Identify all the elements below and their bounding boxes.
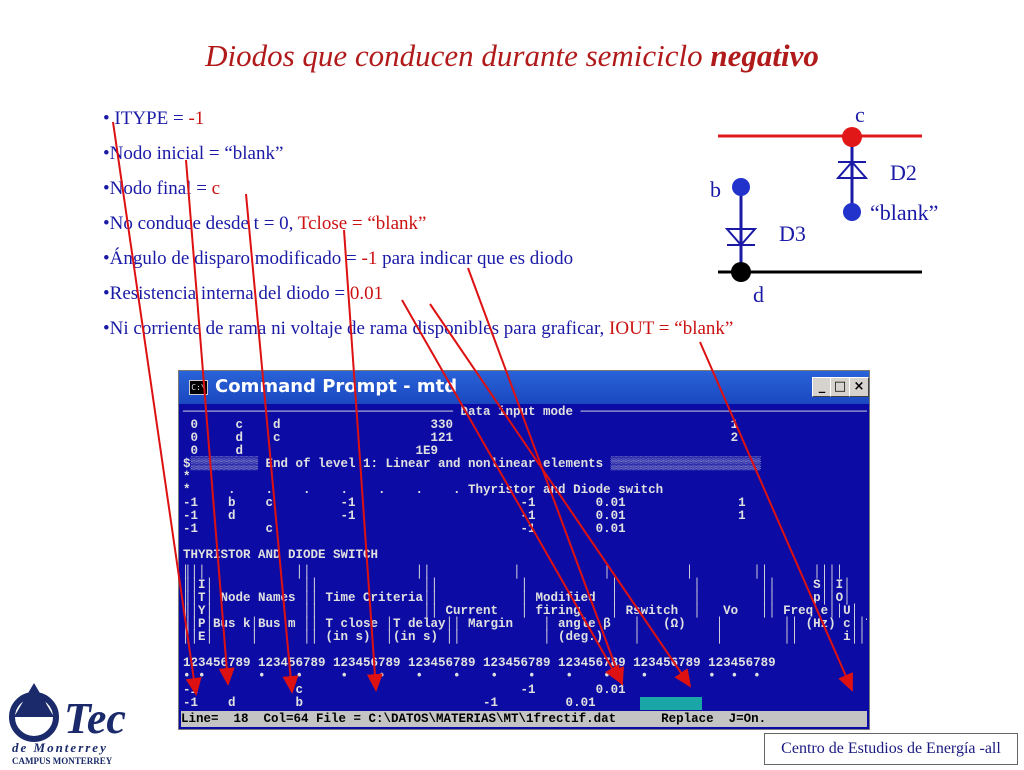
terminal-line: -1 b c -1 -1 0.01 1 [183, 496, 746, 510]
title-main: Diodos que conducen durante semiciclo [205, 38, 703, 73]
logo-line2: de Monterrey [12, 740, 108, 755]
node-b-label: b [710, 177, 721, 202]
column-ruler: 123456789 123456789 123456789 123456789 … [183, 656, 776, 670]
header-line: ║│T│ Node Names ││ Time Criteria││ │ Mod… [183, 591, 851, 605]
terminal-line: * [183, 470, 191, 484]
terminal-line: 0 d c 121 2 [183, 431, 739, 445]
bullet-iout: •Ni corriente de rama ni voltaje de rama… [103, 318, 734, 339]
node-c-dot [842, 127, 862, 147]
terminal-line: 0 d 1E9 [183, 444, 439, 458]
cursor-highlight [640, 697, 702, 710]
editor-status-bar: Line= 18 Col=64 File = C:\DATOS\MATERIAS… [181, 711, 867, 727]
bullet-resistencia: •Resistencia interna del diodo = 0.01 [103, 283, 384, 304]
bullet-tclose: •No conduce desde t = 0, Tclose = “blank… [103, 213, 427, 234]
tec-seal-icon: Tec de Monterrey CAMPUS MONTERREY [9, 683, 126, 766]
header-line: ║│I│ ││ ││ │ │ │ ││ S││I│ [183, 578, 851, 592]
arrow-angulo [467, 267, 624, 686]
arrow-nodo-inicial [185, 159, 235, 686]
command-prompt-window[interactable]: C:\ Command Prompt - mtd _ □ × ─────────… [178, 370, 870, 730]
title-emphasis: negativo [710, 38, 819, 73]
terminal-line: $▒▒▒▒▒▒▒▒▒ End of level 1: Linear and no… [183, 457, 761, 471]
slide-title: Diodos que conducen durante semiciclo ne… [0, 38, 1024, 74]
node-blank-dot [843, 203, 861, 221]
bullet-nodo-inicial: •Nodo inicial = “blank” [103, 143, 284, 164]
terminal-line: -1 d -1 -1 0.01 1 [183, 509, 746, 523]
node-d-label: d [753, 282, 764, 307]
terminal-line: 0 c d 330 1 [183, 418, 739, 432]
footer-credit: Centro de Estudios de Energía -all [764, 733, 1018, 765]
logo-line3: CAMPUS MONTERREY [12, 756, 113, 765]
window-title: Command Prompt - mtd [215, 376, 458, 397]
bullet-list: • ITYPE = -1 •Nodo inicial = “blank” •No… [103, 108, 733, 353]
diode-d3-label: D3 [779, 221, 806, 246]
tec-logo: Tec de Monterrey CAMPUS MONTERREY [6, 655, 156, 766]
bullet-angulo: •Ángulo de disparo modificado = -1 para … [103, 248, 574, 269]
header-line: ║│E│ │ ││ (in s) │(in s) ││ │ (deg.) │ │… [183, 630, 867, 644]
node-d-dot [731, 262, 751, 282]
data-row[interactable]: -1 d b -1 0.01 [183, 696, 596, 710]
bullet-nodo-final: •Nodo final = c [103, 178, 221, 199]
node-c-label: c [855, 102, 865, 127]
arrow-tclose [343, 229, 383, 692]
arrow-resistencia-2 [401, 299, 621, 684]
window-titlebar[interactable]: C:\ Command Prompt - mtd _ □ × [179, 371, 869, 404]
d2-diode-icon [835, 160, 869, 179]
d3-diode-icon [724, 228, 758, 247]
logo-brand: Tec [64, 694, 126, 743]
blank-label: “blank” [870, 200, 939, 225]
data-row[interactable]: -1 c -1 0.01 [183, 683, 626, 697]
terminal-area[interactable]: ──────────────────────────────────── Dat… [181, 405, 867, 727]
terminal-line: * . . . . . . . Thyristor and Diode swit… [183, 483, 664, 497]
arrow-itype [112, 121, 202, 696]
terminal-line: ──────────────────────────────────── Dat… [183, 405, 867, 419]
close-button[interactable]: × [849, 377, 869, 397]
node-b-dot [732, 178, 750, 196]
header-line: ║│Y│ ││ ││ Current │ firing │ Rswitch │ … [183, 604, 859, 618]
diode-d2-label: D2 [890, 160, 917, 185]
arrow-iout [699, 341, 853, 692]
header-line: ║││ ││ ││ │ │ │ ││ ││││ [183, 565, 844, 579]
terminal-line: -1 c -1 0.01 [183, 522, 626, 536]
arrow-nodo-final [245, 193, 299, 694]
bullet-itype: • ITYPE = -1 [103, 108, 205, 129]
maximize-button[interactable]: □ [830, 377, 850, 397]
arrow-resistencia [429, 303, 692, 688]
